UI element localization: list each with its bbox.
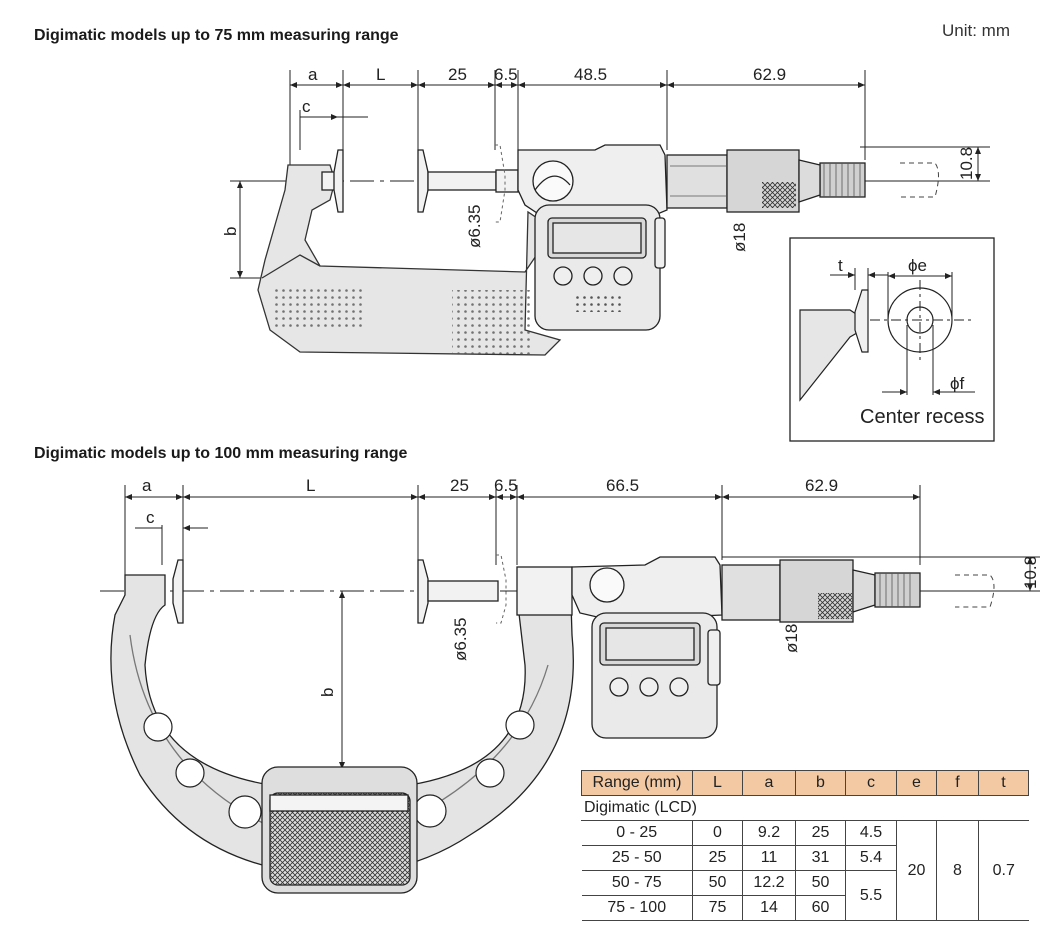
dim-b: b [221, 227, 240, 236]
dim-25-100: 25 [450, 476, 469, 495]
dim-62-9: 62.9 [753, 65, 786, 84]
header-c: c [845, 770, 897, 796]
cell-L: 0 [692, 820, 743, 846]
inset-phi-e: ϕe [908, 256, 927, 275]
cell-range: 50 - 75 [581, 870, 693, 896]
group-label: Digimatic (LCD) [581, 795, 1029, 821]
dim-dia-18-100: ø18 [782, 624, 801, 653]
cell-a: 12.2 [742, 870, 796, 896]
dim-c: c [302, 97, 311, 116]
table-row: 25 - 50 25 11 31 5.4 [581, 845, 1029, 871]
dim-48-5: 48.5 [574, 65, 607, 84]
micrometer-thimble-100 [721, 559, 921, 623]
header-range: Range (mm) [581, 770, 693, 796]
cell-L: 75 [692, 895, 743, 921]
dim-dia-18: ø18 [730, 223, 749, 252]
dim-a: a [308, 65, 318, 84]
title-75mm: Digimatic models up to 75 mm measuring r… [34, 27, 399, 44]
cell-range: 25 - 50 [581, 845, 693, 871]
dim-dia-6-35: ø6.35 [465, 205, 484, 248]
cell-c: 5.4 [845, 845, 897, 871]
micrometer-100-diagram: a L 25 6.5 66.5 62.9 c b ø6.35 ø18 10.8 [100, 476, 1040, 894]
dim-25: 25 [448, 65, 467, 84]
cell-t: 0.7 [978, 820, 1029, 921]
header-e: e [896, 770, 937, 796]
dim-L: L [376, 65, 385, 84]
header-a: a [742, 770, 796, 796]
header-t: t [978, 770, 1029, 796]
dim-6-5: 6.5 [494, 65, 518, 84]
micrometer-75-diagram: a L 25 6.5 48.5 62.9 c b ø6.35 ø18 10.8 [221, 65, 995, 442]
cell-L: 50 [692, 870, 743, 896]
cell-a: 11 [742, 845, 796, 871]
cell-f: 8 [936, 820, 979, 921]
cell-range: 75 - 100 [581, 895, 693, 921]
dim-6-5-100: 6.5 [494, 476, 518, 495]
inset-t: t [838, 256, 843, 275]
cell-e: 20 [896, 820, 937, 921]
inset-phi-f: ϕf [950, 374, 965, 393]
dim-c-100: c [146, 508, 155, 527]
header-L: L [692, 770, 743, 796]
cell-range: 0 - 25 [581, 820, 693, 846]
dim-10-8: 10.8 [957, 147, 976, 180]
dim-66-5: 66.5 [606, 476, 639, 495]
dim-b-100: b [318, 688, 337, 697]
cell-c: 4.5 [845, 820, 897, 846]
cell-a: 9.2 [742, 820, 796, 846]
micrometer-body-100 [571, 556, 723, 739]
dim-a-100: a [142, 476, 152, 495]
cell-b: 50 [795, 870, 846, 896]
cell-L: 25 [692, 845, 743, 871]
header-f: f [936, 770, 979, 796]
dim-10-8-100: 10.8 [1021, 556, 1040, 589]
table-row: 0 - 25 0 9.2 25 4.5 20 8 0.7 [581, 820, 1029, 921]
title-100mm: Digimatic models up to 100 mm measuring … [34, 445, 408, 462]
micrometer-body [517, 144, 668, 331]
table-row: 50 - 75 50 12.2 50 5.5 [581, 870, 1029, 921]
header-b: b [795, 770, 846, 796]
table-row: 75 - 100 75 14 60 [581, 895, 1029, 921]
cell-a: 14 [742, 895, 796, 921]
unit-label: Unit: mm [942, 21, 1010, 40]
cell-b: 60 [795, 895, 846, 921]
spec-table: Range (mm) L a b c e f t Digimatic (LCD)… [581, 770, 1029, 921]
spec-table-header: Range (mm) L a b c e f t [581, 770, 1029, 796]
dim-62-9-100: 62.9 [805, 476, 838, 495]
dim-L-100: L [306, 476, 315, 495]
inset-caption: Center recess [860, 406, 985, 428]
dim-dia-6-35-100: ø6.35 [451, 618, 470, 661]
cell-b: 25 [795, 820, 846, 846]
cell-c: 5.5 [845, 870, 897, 921]
cell-b: 31 [795, 845, 846, 871]
